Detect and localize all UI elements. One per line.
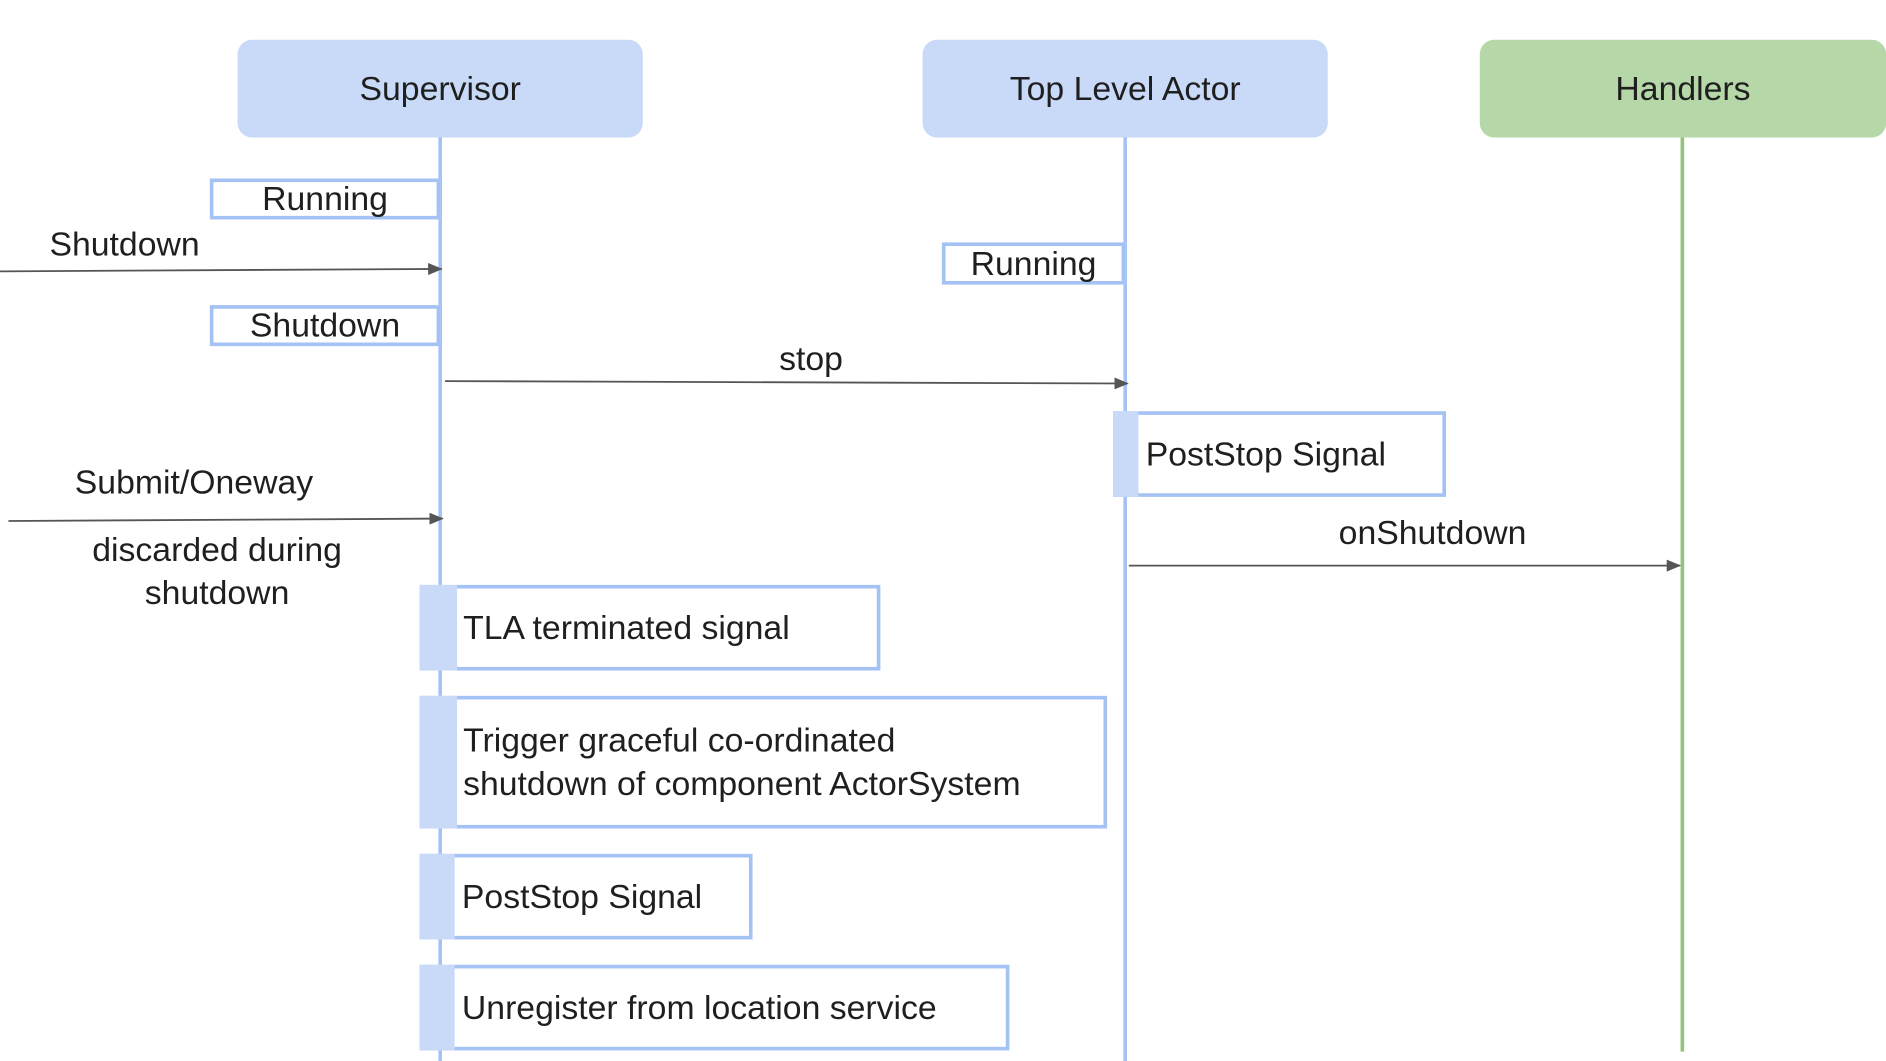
- activation-bar: [419, 964, 455, 1051]
- tla-poststop-activation: PostStop Signal: [1113, 411, 1446, 497]
- discarded-note-line1: discarded during: [92, 530, 342, 569]
- tla-running-state: Running: [941, 242, 1126, 285]
- supervisor-poststop-label: PostStop Signal: [461, 877, 703, 915]
- stop-arrow: [445, 377, 1129, 390]
- tla-poststop-label: PostStop Signal: [1145, 434, 1386, 473]
- unregister-activation: Unregister from location service: [419, 964, 1010, 1051]
- trigger-shutdown-line1: Trigger graceful co-ordinated: [463, 721, 896, 759]
- trigger-shutdown-activation: Trigger graceful co-ordinated shutdown o…: [419, 695, 1108, 829]
- on-shutdown-message-label: onShutdown: [1338, 513, 1527, 552]
- supervisor-shutdown-label: Shutdown: [249, 306, 401, 344]
- stop-message-label: stop: [779, 340, 843, 378]
- submit-oneway-message-label: Submit/Oneway: [74, 463, 314, 501]
- activation-bar: [419, 695, 458, 829]
- activation-bar: [1113, 411, 1139, 497]
- supervisor-shutdown-state: Shutdown: [209, 305, 441, 347]
- shutdown-arrow: [0, 262, 443, 276]
- discarded-note-line2: shutdown: [144, 574, 290, 612]
- unregister-label: Unregister from location service: [461, 988, 937, 1026]
- activation-bar: [419, 853, 455, 940]
- shutdown-message-label: Shutdown: [49, 225, 200, 263]
- supervisor-running-state: Running: [209, 178, 441, 220]
- supervisor-header: Supervisor: [237, 39, 643, 138]
- supervisor-poststop-activation: PostStop Signal: [419, 853, 753, 940]
- activation-bar: [419, 584, 458, 671]
- tla-terminated-label: TLA terminated signal: [463, 608, 790, 646]
- discarded-note: discarded during shutdown: [60, 528, 374, 615]
- supervisor-header-label: Supervisor: [359, 69, 521, 107]
- tla-header-label: Top Level Actor: [1009, 69, 1241, 107]
- tla-running-label: Running: [970, 244, 1097, 282]
- handlers-header-label: Handlers: [1615, 69, 1751, 107]
- trigger-shutdown-line2: shutdown of component ActorSystem: [463, 764, 1021, 802]
- submit-oneway-arrow: [8, 512, 444, 525]
- supervisor-running-label: Running: [262, 179, 388, 218]
- handlers-header: Handlers: [1479, 39, 1886, 138]
- tla-header: Top Level Actor: [922, 39, 1328, 138]
- trigger-shutdown-text: Trigger graceful co-ordinated shutdown o…: [423, 719, 1020, 806]
- tla-terminated-activation: TLA terminated signal: [419, 584, 881, 671]
